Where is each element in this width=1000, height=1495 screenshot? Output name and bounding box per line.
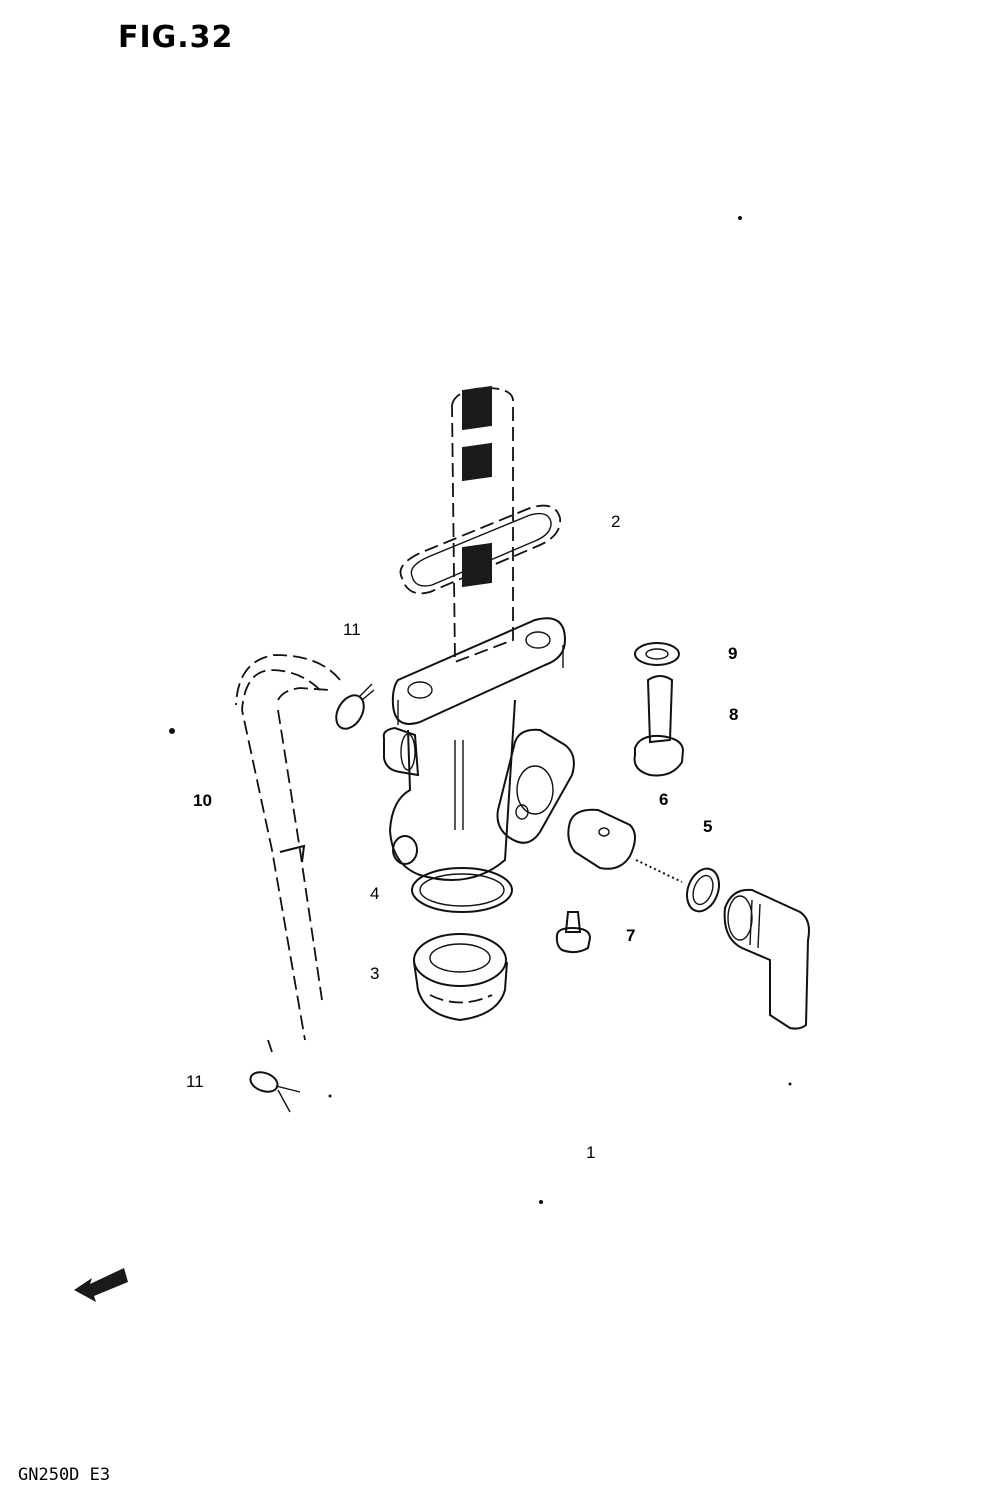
callout-1: 1 — [586, 1143, 596, 1162]
callout-11-upper: 11 — [343, 620, 361, 639]
part-1-fuel-cock — [382, 385, 575, 881]
part-2-gasket — [399, 504, 562, 595]
callout-11-lower: 11 — [186, 1072, 204, 1091]
part-7-screw — [555, 911, 592, 954]
part-3-sediment-cup — [413, 933, 508, 1022]
forward-arrow-icon — [74, 1268, 128, 1302]
callout-8: 8 — [729, 705, 739, 724]
part-11-clamp-upper — [335, 683, 375, 730]
callout-3: 3 — [370, 964, 380, 983]
callout-4: 4 — [370, 884, 380, 903]
callout-5: 5 — [703, 817, 713, 836]
part-4-o-ring — [411, 867, 513, 913]
model-code: GN250D E3 — [18, 1465, 111, 1485]
figure-title: FIG.32 — [118, 20, 234, 55]
part-10-fuel-hose — [235, 654, 341, 1053]
callout-10: 10 — [193, 791, 212, 810]
part-9-washer — [634, 642, 680, 666]
part-11-clamp-lower — [249, 1071, 301, 1113]
callout-7: 7 — [626, 926, 636, 945]
callout-2: 2 — [611, 512, 621, 531]
lever-knob — [723, 888, 810, 1030]
part-6-spring — [567, 808, 683, 883]
callout-9: 9 — [728, 644, 738, 663]
callout-6: 6 — [659, 790, 669, 809]
part-5-o-ring — [686, 867, 720, 913]
part-8-bolt — [633, 675, 685, 777]
